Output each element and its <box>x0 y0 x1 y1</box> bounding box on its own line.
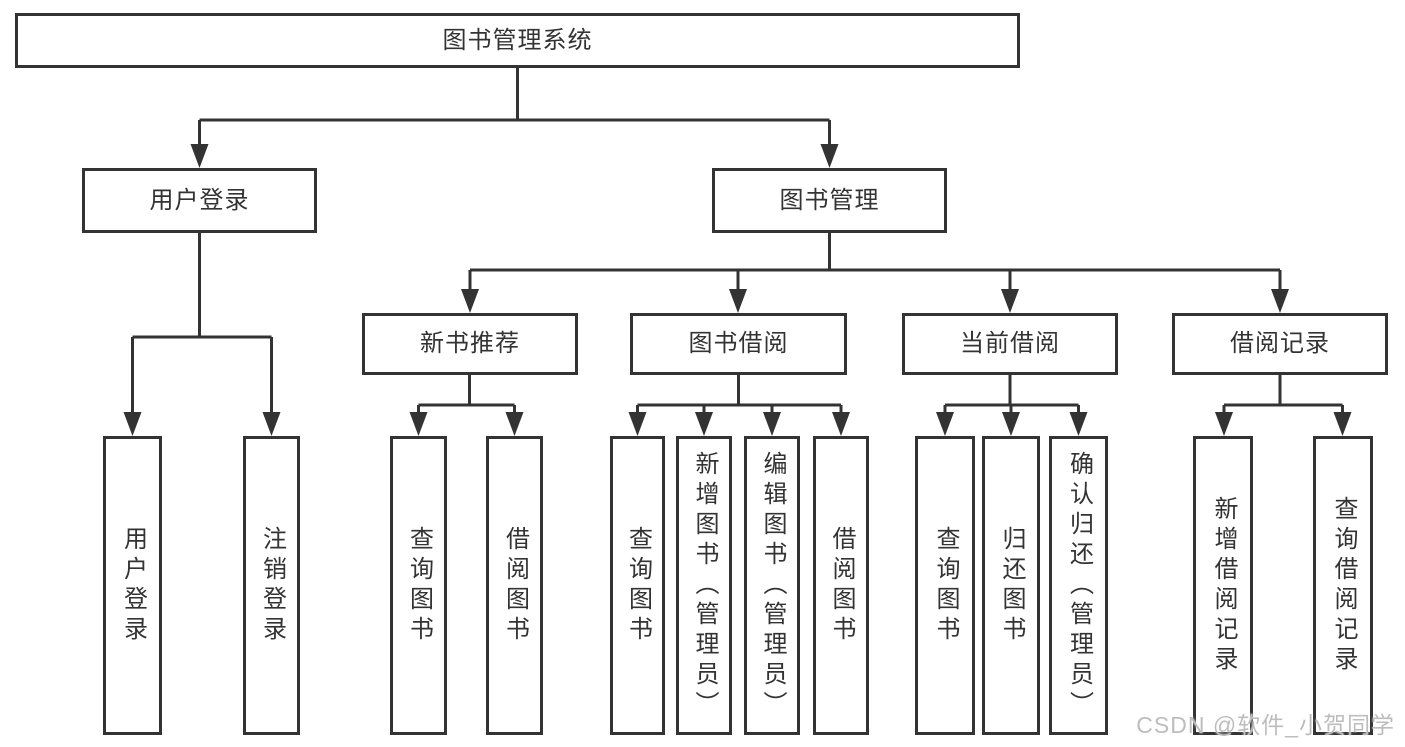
node-new-book-recommend: 新书推荐 <box>362 313 578 375</box>
node-borrow-record: 借阅记录 <box>1172 313 1388 375</box>
node-root: 图书管理系统 <box>15 13 1020 68</box>
leaf-recommend-query-book: 查询图书 <box>390 436 447 735</box>
leaf-recommend-borrow-book: 借阅图书 <box>486 436 543 735</box>
node-book-borrow: 图书借阅 <box>630 313 847 375</box>
arrowheads <box>123 144 1352 436</box>
leaf-add-book-admin: 新增图书（管理员） <box>676 436 732 735</box>
leaf-confirm-return-admin: 确认归还（管理员） <box>1049 436 1108 735</box>
watermark: CSDN @软件_小贺同学 <box>1136 712 1395 738</box>
leaf-current-query-book: 查询图书 <box>915 436 975 735</box>
leaf-add-borrow-record: 新增借阅记录 <box>1193 436 1253 735</box>
leaf-borrow-book: 借阅图书 <box>813 436 869 735</box>
node-book-management: 图书管理 <box>712 168 947 233</box>
node-user-login: 用户登录 <box>82 168 317 233</box>
node-current-borrow: 当前借阅 <box>902 313 1118 375</box>
leaf-user-login: 用户登录 <box>103 436 162 735</box>
leaf-borrow-query-book: 查询图书 <box>610 436 665 735</box>
leaf-return-book: 归还图书 <box>982 436 1040 735</box>
leaf-edit-book-admin: 编辑图书（管理员） <box>744 436 800 735</box>
leaf-query-borrow-record: 查询借阅记录 <box>1313 436 1373 735</box>
leaf-logout: 注销登录 <box>243 436 300 735</box>
